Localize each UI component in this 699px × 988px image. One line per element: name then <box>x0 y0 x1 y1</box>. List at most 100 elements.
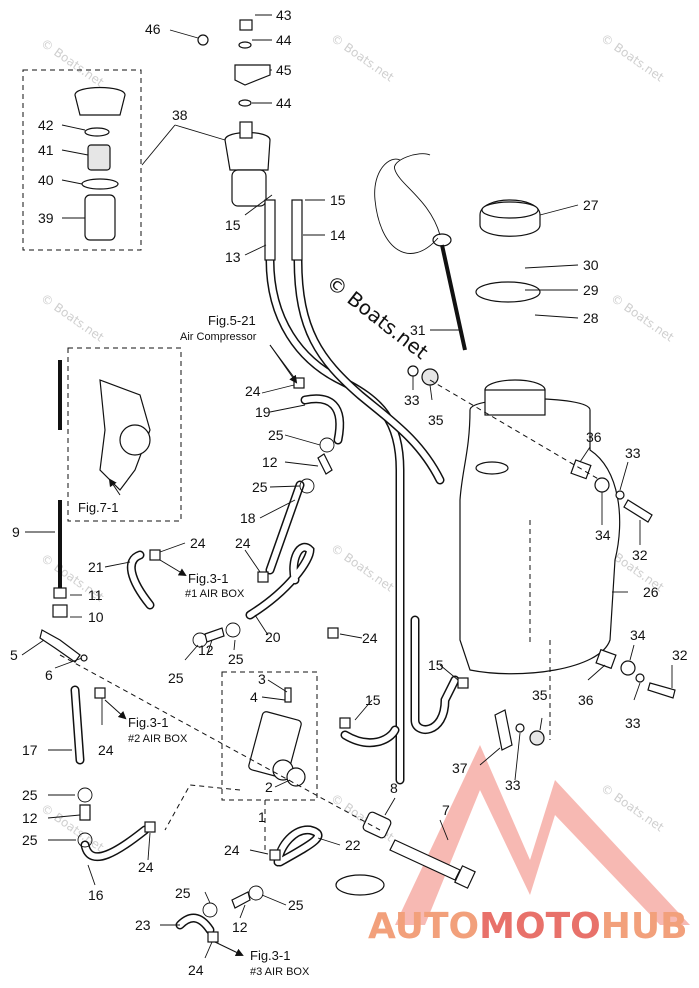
callout-15: 15 <box>428 657 444 673</box>
watermark-tile: © Boats.net <box>38 36 106 90</box>
logo-mountain-inner <box>440 835 520 925</box>
callout-23: 23 <box>135 917 151 933</box>
watermark-tile: © Boats.net <box>598 781 666 835</box>
tank-hardware <box>407 365 676 751</box>
callout-25: 25 <box>22 787 38 803</box>
drive-shaft <box>335 811 476 896</box>
callout-13: 13 <box>225 249 241 265</box>
callout-33: 33 <box>505 777 521 793</box>
callout-39: 39 <box>38 210 54 226</box>
ref-fig-5-21: Fig.5-21 <box>208 313 256 328</box>
callout-8: 8 <box>390 780 398 796</box>
callout-6: 6 <box>45 667 53 683</box>
callout-24: 24 <box>235 535 251 551</box>
callout-32: 32 <box>632 547 648 563</box>
callout-25: 25 <box>288 897 304 913</box>
callout-42: 42 <box>38 117 54 133</box>
callout-27: 27 <box>583 197 599 213</box>
callout-15: 15 <box>365 692 381 708</box>
callout-30: 30 <box>583 257 599 273</box>
fig-7-1-bracket <box>58 360 151 491</box>
callout-32: 32 <box>672 647 688 663</box>
watermark-tile: © Boats.net <box>608 291 676 345</box>
callout-45: 45 <box>276 62 292 78</box>
callout-11: 11 <box>88 587 103 603</box>
callout-46: 46 <box>145 21 161 37</box>
callout-25: 25 <box>175 885 191 901</box>
fuel-filter-top <box>224 19 303 261</box>
callout-18: 18 <box>240 510 256 526</box>
callout-14: 14 <box>330 227 346 243</box>
callout-24: 24 <box>188 962 204 978</box>
logo-text-part3: HUB <box>601 906 688 947</box>
callout-12: 12 <box>232 919 248 935</box>
watermark-tile: © Boats.net <box>38 801 106 855</box>
automotohub-logo: AUTOMOTOHUB <box>368 745 690 947</box>
callout-3: 3 <box>258 671 266 687</box>
callout-35: 35 <box>428 412 444 428</box>
pump-group-box <box>221 671 318 801</box>
callout-44: 44 <box>276 95 292 111</box>
callout-24: 24 <box>98 742 114 758</box>
callout-17: 17 <box>22 742 38 758</box>
callout-24: 24 <box>190 535 206 551</box>
hose-lines <box>70 255 460 935</box>
callout-25: 25 <box>252 479 268 495</box>
callout-5: 5 <box>10 647 18 663</box>
callout-43: 43 <box>276 7 292 23</box>
callout-24: 24 <box>362 630 378 646</box>
ref-fig-3-1-c: Fig.3-1 <box>250 948 290 963</box>
callout-25: 25 <box>228 651 244 667</box>
callout-26: 26 <box>643 584 659 600</box>
callout-24: 24 <box>138 859 154 875</box>
callout-24: 24 <box>245 383 261 399</box>
watermark-tile: © Boats.net <box>328 541 396 595</box>
fuel-gauge-sender <box>374 153 467 351</box>
watermark-tile: © Boats.net <box>38 291 106 345</box>
callout-36: 36 <box>586 429 602 445</box>
callout-33: 33 <box>625 715 641 731</box>
callout-33: 33 <box>404 392 420 408</box>
alignment-lines <box>59 379 601 850</box>
fuel-pump-assembly <box>248 687 306 787</box>
callout-38: 38 <box>172 107 188 123</box>
ref-air-box-2: #2 AIR BOX <box>128 733 188 745</box>
callout-44: 44 <box>276 32 292 48</box>
callout-1: 1 <box>258 809 266 825</box>
callout-12: 12 <box>262 454 278 470</box>
ref-fig-3-1-b: Fig.3-1 <box>128 715 168 730</box>
ref-air-box-3: #3 AIR BOX <box>250 966 310 978</box>
watermark-center: © Boats.net <box>322 270 433 364</box>
leader-lines <box>21 14 673 959</box>
filter-element-detail <box>74 86 126 241</box>
callout-28: 28 <box>583 310 599 326</box>
callout-7: 7 <box>442 802 450 818</box>
callout-31: 31 <box>410 322 426 338</box>
callout-35: 35 <box>532 687 548 703</box>
logo-text: AUTOMOTOHUB <box>368 906 688 947</box>
callout-9: 9 <box>12 524 20 540</box>
callout-29: 29 <box>583 282 599 298</box>
callout-22: 22 <box>345 837 361 853</box>
callout-36: 36 <box>578 692 594 708</box>
callout-15: 15 <box>330 192 346 208</box>
callout-20: 20 <box>265 629 281 645</box>
callout-34: 34 <box>630 627 646 643</box>
callout-33: 33 <box>625 445 641 461</box>
watermark-tile: © Boats.net <box>328 31 396 85</box>
callout-4: 4 <box>250 689 258 705</box>
callout-37: 37 <box>452 760 468 776</box>
ref-air-box-1: #1 AIR BOX <box>185 588 245 600</box>
callout-15: 15 <box>225 217 241 233</box>
callout-19: 19 <box>255 404 271 420</box>
callout-2: 2 <box>265 779 273 795</box>
ref-fig-7-1: Fig.7-1 <box>78 500 118 515</box>
callout-16: 16 <box>88 887 104 903</box>
callout-25: 25 <box>168 670 184 686</box>
fig-7-1-box <box>67 347 182 522</box>
watermark-tile: © Boats.net <box>598 31 666 85</box>
ref-fig-3-1-a: Fig.3-1 <box>188 571 228 586</box>
callout-25: 25 <box>22 832 38 848</box>
callout-numbers: 43 46 44 45 44 38 42 41 40 39 15 15 13 1… <box>10 7 688 978</box>
